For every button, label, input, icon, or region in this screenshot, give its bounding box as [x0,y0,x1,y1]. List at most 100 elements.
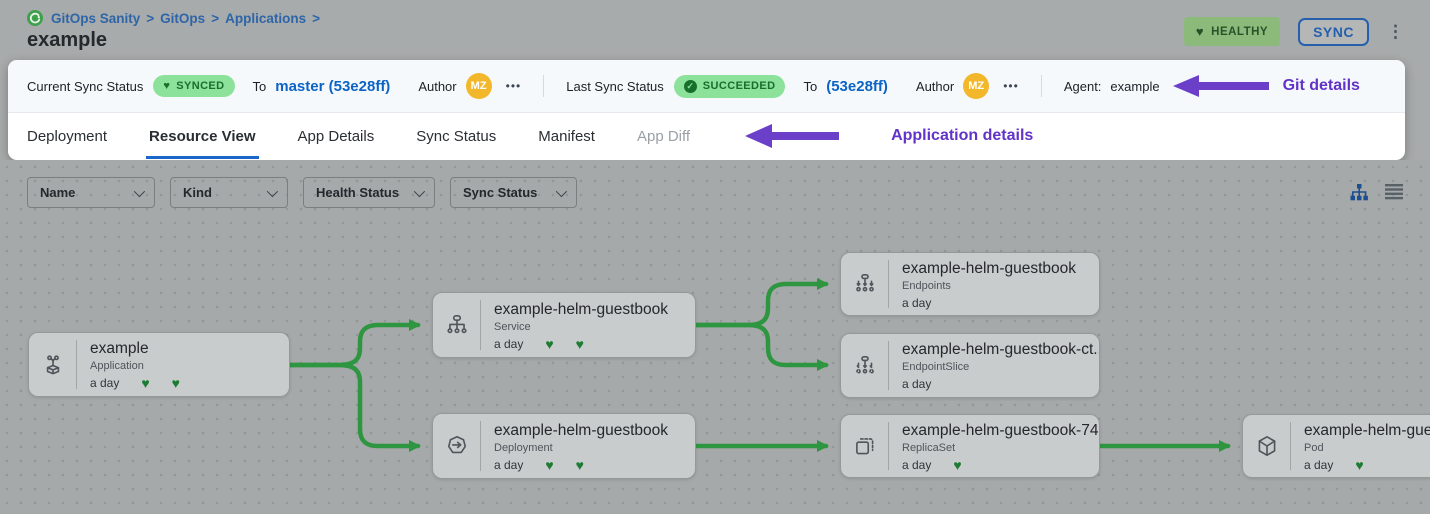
name-filter-label: Name [40,185,75,200]
pod-icon [1243,415,1290,477]
health-badge-label: HEALTHY [1211,26,1268,38]
synced-badge-label: SYNCED [176,80,224,92]
name-filter-dropdown[interactable]: Name [27,177,155,208]
sync-status-filter-label: Sync Status [463,185,537,200]
health-status-badge: ♥ HEALTHY [1184,17,1280,46]
heart-icon: ♥ [1196,24,1204,39]
chevron-down-icon [267,185,278,196]
author-avatar[interactable]: MZ [466,73,492,99]
tab-app-diff[interactable]: App Diff [637,113,690,159]
divider [1041,75,1042,97]
tab-deployment[interactable]: Deployment [27,113,107,159]
top-header: GitOps Sanity > GitOps > Applications > … [0,0,1430,60]
last-sync-status-label: Last Sync Status [566,79,664,94]
resource-node-deployment[interactable]: example-helm-guestbook Deployment a day … [432,413,696,479]
author-label: Author [916,79,954,94]
commit-details-menu-icon[interactable]: ••• [1003,79,1019,93]
sync-status-panel: Current Sync Status ♥ SYNCED To master (… [8,60,1405,160]
tab-app-details[interactable]: App Details [298,113,375,159]
resource-age: a day [90,375,119,391]
resource-name: example-helm-guestbook-ct... [902,340,1089,359]
resource-name: example-helm-guestbook [902,259,1076,278]
health-heart-icon: ♥ [141,376,149,390]
git-details-bar: Current Sync Status ♥ SYNCED To master (… [8,60,1405,112]
resource-kind: ReplicaSet [902,441,1089,455]
sync-button[interactable]: SYNC [1298,18,1369,46]
resource-node-service[interactable]: example-helm-guestbook Service a day ♥ ♥ [432,292,696,358]
tab-manifest[interactable]: Manifest [538,113,595,159]
commit-details-menu-icon[interactable]: ••• [506,79,522,93]
agent-value: example [1110,79,1159,94]
to-label: To [253,79,267,94]
resource-name: example [90,339,180,358]
endpointslice-icon [841,334,888,397]
application-details-annotation: Application details [891,127,1033,145]
application-icon [29,333,76,396]
list-view-toggle-icon[interactable] [1384,183,1404,201]
breadcrumb-link-applications[interactable]: Applications [225,11,306,26]
divider [543,75,544,97]
annotation-arrow-left-icon [1173,74,1269,98]
resource-age: a day [1304,457,1333,473]
resource-node-endpoints[interactable]: example-helm-guestbook Endpoints a day [840,252,1100,316]
chevron-down-icon [414,185,425,196]
chevron-down-icon [556,185,567,196]
annotation-arrow-left-icon [745,123,839,149]
page-title: example [27,29,107,52]
to-label: To [803,79,817,94]
filter-bar: Name Kind Health Status Sync Status [27,177,577,208]
resource-node-replicaset[interactable]: example-helm-guestbook-74... ReplicaSet … [840,414,1100,478]
tree-view-toggle-icon[interactable] [1349,182,1369,202]
last-commit-link[interactable]: (53e28ff) [826,78,888,95]
check-circle-icon: ✓ [684,80,697,93]
deployment-icon [433,414,480,478]
breadcrumb-link-gitops-sanity[interactable]: GitOps Sanity [51,11,140,26]
replicaset-icon [841,415,888,477]
tab-resource-view[interactable]: Resource View [149,113,255,159]
resource-name: example-helm-guestbook-74... [902,421,1089,440]
sync-status-filter-dropdown[interactable]: Sync Status [450,177,577,208]
health-status-filter-dropdown[interactable]: Health Status [303,177,435,208]
resource-tree-canvas[interactable]: Name Kind Health Status Sync Status [0,160,1430,514]
current-commit-link[interactable]: master (53e28ff) [275,78,390,95]
synced-status-badge: ♥ SYNCED [153,75,234,97]
heart-icon: ♥ [163,80,170,92]
service-icon [433,293,480,357]
succeeded-status-badge: ✓ SUCCEEDED [674,75,786,98]
breadcrumb-separator: > [146,11,154,26]
resource-kind: Endpoints [902,279,1076,293]
tab-sync-status[interactable]: Sync Status [416,113,496,159]
app-tabs: Deployment Resource View App Details Syn… [8,112,1405,159]
gitops-logo-icon [27,10,43,26]
git-details-annotation: Git details [1283,77,1360,95]
kind-filter-dropdown[interactable]: Kind [170,177,288,208]
health-status-filter-label: Health Status [316,185,399,200]
health-heart-icon: ♥ [576,337,584,351]
chevron-down-icon [134,185,145,196]
resource-kind: Application [90,359,180,373]
resource-name: example-helm-guestbook [494,300,668,319]
health-heart-icon: ♥ [953,458,961,472]
endpoints-icon [841,253,888,315]
breadcrumb-link-gitops[interactable]: GitOps [160,11,205,26]
health-heart-icon: ♥ [576,458,584,472]
resource-age: a day [902,376,931,392]
resource-node-endpointslice[interactable]: example-helm-guestbook-ct... EndpointSli… [840,333,1100,398]
succeeded-badge-label: SUCCEEDED [703,80,776,92]
agent-label: Agent: [1064,79,1102,94]
kind-filter-label: Kind [183,185,212,200]
resource-kind: Deployment [494,441,668,455]
health-heart-icon: ♥ [545,337,553,351]
health-heart-icon: ♥ [1355,458,1363,472]
health-heart-icon: ♥ [172,376,180,390]
author-label: Author [418,79,456,94]
resource-kind: Pod [1304,441,1430,455]
resource-node-application-example[interactable]: example Application a day ♥ ♥ [28,332,290,397]
resource-age: a day [902,295,931,311]
resource-age: a day [494,336,523,352]
current-sync-status-label: Current Sync Status [27,79,143,94]
resource-kind: Service [494,320,668,334]
resource-node-pod[interactable]: example-helm-guest Pod a day ♥ [1242,414,1430,478]
more-options-icon[interactable]: ⋮ [1387,23,1404,40]
author-avatar[interactable]: MZ [963,73,989,99]
